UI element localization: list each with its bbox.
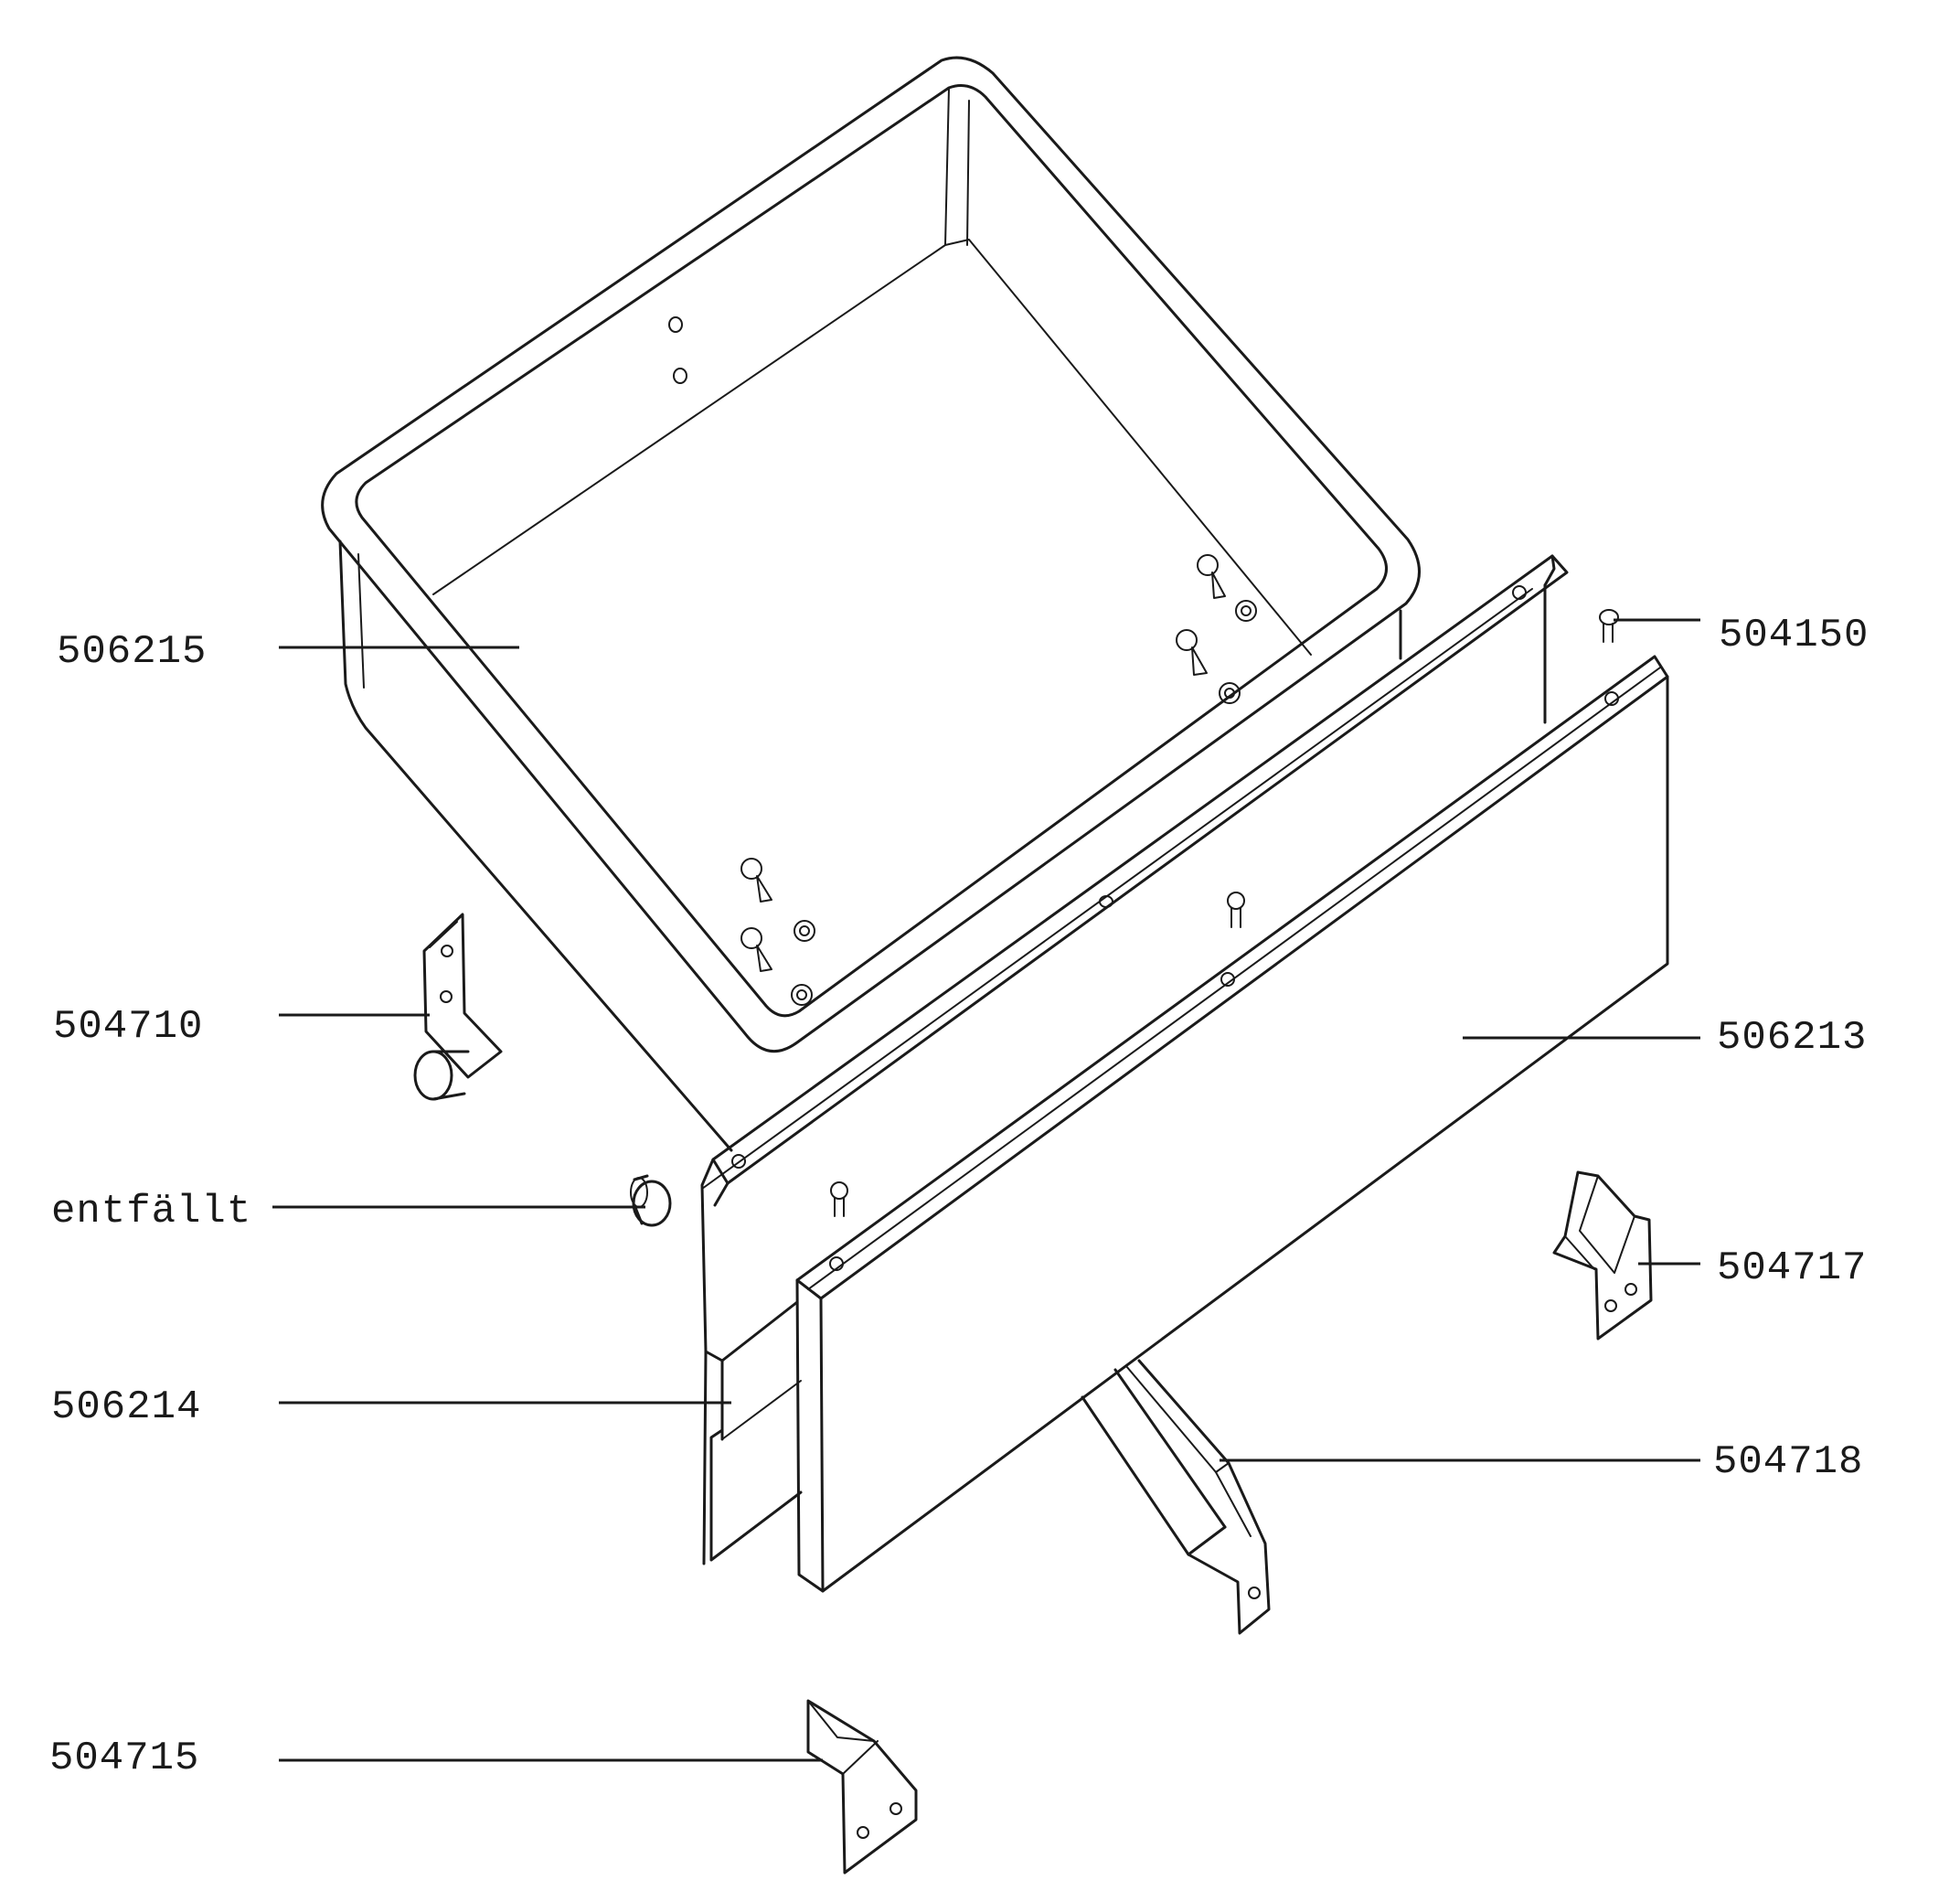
front-panel-drawing <box>795 655 1669 1593</box>
part-label-rail: 504718 <box>1713 1439 1863 1485</box>
caster-bracket-drawing <box>413 913 503 1101</box>
bracket-bottom-drawing <box>806 1699 918 1875</box>
tub-drawing <box>321 56 1421 1152</box>
part-label-tub: 506215 <box>57 629 207 675</box>
rail-drawing <box>1081 1359 1271 1635</box>
pin-drawing <box>1599 609 1619 643</box>
knob-drawing <box>630 1174 672 1227</box>
rear-panel-drawing <box>700 554 1569 1565</box>
part-label-front-panel: 506213 <box>1717 1015 1867 1061</box>
bracket-right-drawing <box>1552 1170 1653 1341</box>
part-label-caster-bracket: 504710 <box>53 1004 203 1050</box>
part-label-bracket-bottom: 504715 <box>49 1736 199 1781</box>
part-label-pin: 504150 <box>1719 613 1869 658</box>
part-label-rear-panel: 506214 <box>51 1384 201 1430</box>
part-label-knob: entfällt <box>51 1189 251 1234</box>
part-label-bracket-right: 504717 <box>1717 1245 1867 1291</box>
